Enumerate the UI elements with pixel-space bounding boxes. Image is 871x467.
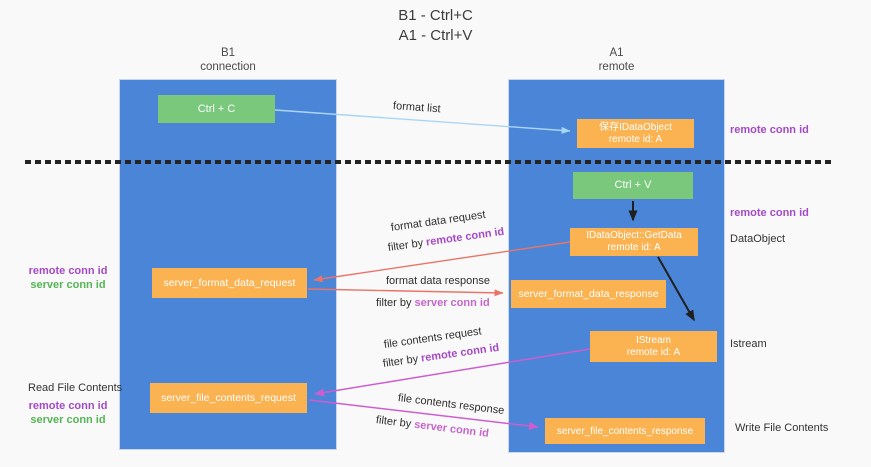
server-format-data-response-box: server_format_data_response [511,280,666,308]
right-column-role: remote [598,61,635,73]
remote-conn-id-label-left-format: remote conn id [28,265,108,277]
filter-server-conn-id-2: server conn id [413,418,490,440]
diagram-title: B1 - Ctrl+C A1 - Ctrl+V [0,6,871,46]
remote-conn-id-label-left-file: remote conn id [28,400,108,412]
server-conn-id-label-left-file: server conn id [30,414,106,426]
right-column-header: A1 remote [508,46,725,74]
istream-line2: remote id: A [626,346,681,358]
istream-box: IStream remote id: A [590,331,717,362]
remote-conn-id-label-mid-right: remote conn id [730,207,809,219]
left-column-header: B1 connection [119,46,337,74]
server-file-contents-response-label: server_file_contents_response [556,425,694,437]
format-data-response-arrow [307,288,504,297]
server-conn-id-label-left-format: server conn id [30,279,106,291]
filter-by-text-2: filter by [376,297,412,309]
format-list-label: format list [392,100,441,116]
dataobject-label: DataObject [730,233,786,245]
server-format-data-request-box: server_format_data_request [152,268,307,298]
filter-by-text-1: filter by [387,237,424,254]
ctrl-c-label: Ctrl + C [197,102,236,115]
getdata-line1: IDataObject::GetData [586,230,682,241]
title-line-1: B1 - Ctrl+C [398,7,473,24]
saved-dataobject-line1: 保存IDataObject [599,121,672,133]
filter-remote-conn-id-2: remote conn id [420,341,501,365]
filter-server-conn-id-1: server conn id [414,297,490,309]
remote-conn-id-label-top-right: remote conn id [730,124,809,136]
server-format-data-request-label: server_format_data_request [163,276,296,289]
istream-line1: IStream [635,334,671,346]
right-column-name: A1 [609,47,624,59]
format-data-response-label: format data response [386,275,490,287]
left-column-name: B1 [220,47,236,59]
title-line-2: A1 - Ctrl+V [398,27,473,44]
left-conn-id-block-file: remote conn id server conn id [18,399,118,427]
getdata-line2: remote id: A [607,242,661,253]
machine-boundary-dashed-line [25,160,831,164]
server-file-contents-response-box: server_file_contents_response [545,418,705,444]
write-file-contents-label: Write File Contents [735,422,829,434]
istream-side-label: Istream [730,338,767,350]
read-file-contents-label: Read File Contents [28,382,123,394]
server-file-contents-request-label: server_file_contents_request [161,391,296,404]
left-conn-id-block-format: remote conn id server conn id [18,264,118,292]
filter-by-text-4: filter by [375,414,412,431]
filter-remote-conn-id-1: remote conn id [425,225,506,249]
left-column-role: connection [200,61,256,73]
ctrl-v-box: Ctrl + V [573,172,693,199]
saved-dataobject-line2: remote id: A [608,133,663,145]
idataobject-getdata-box: IDataObject::GetData remote id: A [570,228,698,256]
server-format-data-response-label: server_format_data_response [518,287,659,300]
saved-dataobject-box: 保存IDataObject remote id: A [577,119,694,148]
filter-by-text-3: filter by [382,353,419,370]
file-contents-response-label: file contents response [397,392,505,417]
server-file-contents-request-box: server_file_contents_request [150,383,307,413]
ctrl-c-box: Ctrl + C [158,95,275,123]
ctrl-v-label: Ctrl + V [614,179,652,191]
